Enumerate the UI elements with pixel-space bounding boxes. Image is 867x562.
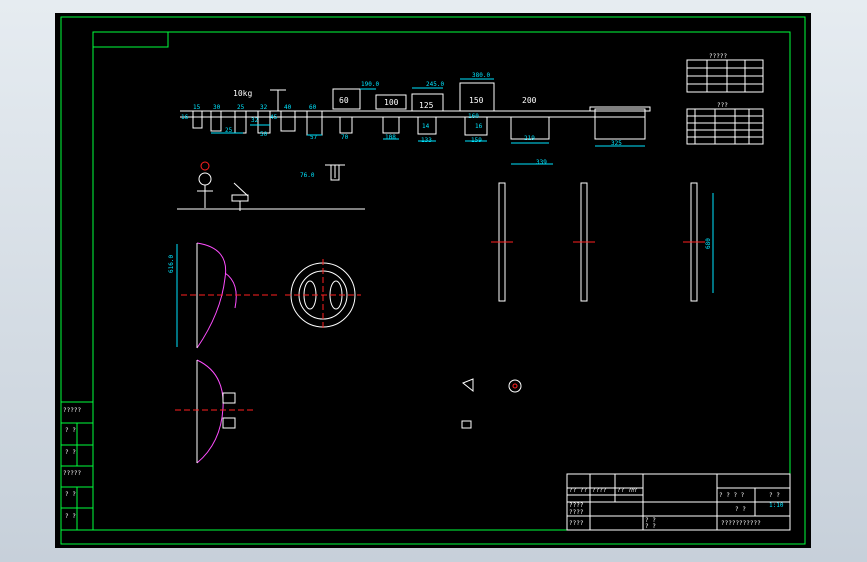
left-side-panel: [60, 401, 94, 531]
title-block-row: ????: [569, 502, 584, 509]
weight-label: 10kg: [233, 89, 252, 98]
dim-text: 680: [705, 238, 712, 249]
round-top-view: [285, 259, 361, 331]
size-label: 125: [419, 101, 434, 110]
size-label: 60: [339, 96, 349, 105]
weight-size-blocks: [332, 82, 651, 140]
left-panel-cell: ? ?: [65, 449, 76, 456]
dim-text: 32: [251, 117, 259, 124]
title-block-row: ????: [569, 509, 584, 516]
dim-text: 219: [524, 135, 535, 142]
dim-text: 16: [475, 123, 483, 130]
vertical-plates: [491, 182, 714, 302]
title-block-right: ? ? ? ?: [719, 492, 745, 499]
dim-text: 160: [468, 113, 479, 120]
dim-text: 616.0: [168, 255, 175, 273]
title-block-header: ?? ??: [569, 487, 587, 494]
title-block-bottom: ? ?: [645, 523, 656, 530]
table1-title: ?????: [709, 53, 727, 60]
dim-text: 50: [260, 131, 268, 138]
dim-text: 190.0: [361, 81, 379, 88]
dim-text: 40: [284, 104, 292, 111]
title-block-header: ????: [592, 487, 607, 494]
drawing-sheet: ????? ? ? ? ? ????? ? ? ? ? 10kg: [55, 13, 811, 548]
left-panel-cell: ? ?: [65, 491, 76, 498]
title-block-grid: [566, 473, 791, 531]
corner-stamp: [92, 31, 169, 48]
bottom-dimension-lines: [211, 124, 645, 165]
dim-text: 57: [310, 134, 318, 141]
drawing-name: ???????????: [721, 520, 761, 527]
inner-frame: [92, 31, 791, 531]
size-label: 200: [522, 96, 537, 105]
left-panel-cell: ? ?: [65, 513, 76, 520]
table2-title: ???: [717, 102, 728, 109]
dim-text: 25: [237, 104, 245, 111]
dim-text: 45: [270, 114, 278, 121]
dim-text: 133: [421, 137, 432, 144]
dim-text: 245.0: [426, 81, 444, 88]
cad-drawing: ????? ? ? ? ? ????? ? ? ? ? 10kg: [60, 16, 806, 545]
left-panel-cell: ?????: [63, 407, 81, 414]
outer-frame: [60, 16, 806, 545]
dim-text: 70: [341, 134, 349, 141]
title-block-bottom: ? ?: [645, 517, 656, 524]
dim-text: 14: [422, 123, 430, 130]
title-block-row: ????: [569, 520, 584, 527]
dim-text: 76.0: [300, 172, 315, 179]
top-dimension-lines: [360, 78, 494, 90]
title-block-header: ??: [630, 487, 638, 494]
dim-text: 15: [193, 104, 201, 111]
size-label: 100: [384, 98, 399, 107]
curved-body-view: [175, 242, 279, 464]
left-panel-cell: ? ?: [65, 427, 76, 434]
dim-text: 60: [309, 104, 317, 111]
title-block-header: ?? ??: [617, 487, 635, 494]
title-block-right: ? ?: [769, 492, 780, 499]
hook-assembly: [197, 161, 345, 211]
dim-text: 16: [181, 114, 189, 121]
table1-grid: [686, 59, 764, 93]
dim-text: 339: [536, 159, 547, 166]
dim-text: 159: [471, 137, 482, 144]
title-block-scale: 1:10: [769, 502, 784, 509]
small-weights: [192, 89, 323, 136]
dim-text: 108: [385, 134, 396, 141]
small-parts: [461, 378, 522, 429]
dim-text: 380.0: [472, 72, 490, 79]
dim-text: 325: [611, 140, 622, 147]
table2-grid: [686, 108, 764, 145]
dim-text: 30: [213, 104, 221, 111]
left-panel-cell: ?????: [63, 470, 81, 477]
dim-text: 25: [225, 127, 233, 134]
dim-text: 32: [260, 104, 268, 111]
title-block-bottom: ? ?: [735, 506, 746, 513]
size-label: 150: [469, 96, 484, 105]
